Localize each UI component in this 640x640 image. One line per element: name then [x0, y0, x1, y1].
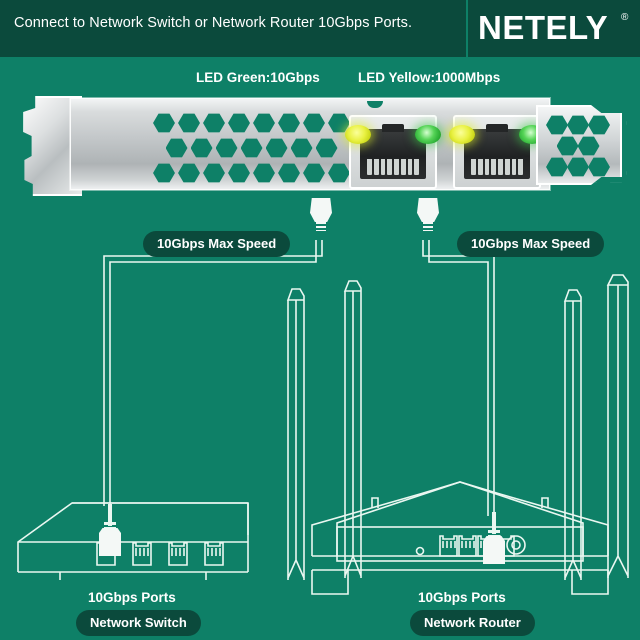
callout-right-speed: 10Gbps Max Speed — [457, 231, 605, 257]
header-divider — [466, 0, 468, 57]
page-title: Connect to Network Switch or Network Rou… — [14, 15, 413, 31]
bracket-vent-grid-tab — [546, 115, 610, 177]
vent-hole — [278, 113, 300, 133]
vent-hole — [546, 157, 568, 177]
switch-ports-label: 10Gbps Ports — [88, 590, 176, 605]
vent-hole — [588, 115, 610, 135]
vent-hole — [203, 113, 225, 133]
vent-hole — [228, 163, 250, 183]
cable-right — [422, 240, 495, 516]
vent-hole — [567, 115, 589, 135]
vent-hole — [253, 113, 275, 133]
bracket-notch-top — [367, 101, 383, 108]
bracket-body — [70, 98, 627, 199]
rj45-port-2-tab — [486, 124, 508, 132]
vent-hole — [240, 138, 263, 158]
vent-hole — [315, 138, 338, 158]
cable-plug-router — [481, 512, 507, 564]
rj45-port-1-pins — [367, 159, 419, 175]
vent-hole — [190, 138, 213, 158]
rj45-port-2-pins — [471, 159, 523, 175]
callout-left-speed: 10Gbps Max Speed — [143, 231, 291, 257]
vent-hole — [178, 163, 200, 183]
vent-hole — [153, 163, 175, 183]
rj45-port-1[interactable] — [345, 115, 441, 189]
bracket-notch-bottom — [367, 192, 383, 199]
bracket-vent-grid-left — [153, 113, 350, 187]
vent-hole — [228, 113, 250, 133]
vent-hole — [567, 157, 589, 177]
vent-hole — [203, 163, 225, 183]
brand-logo: NETELY ® — [478, 9, 638, 49]
vent-hole — [265, 138, 288, 158]
vent-hole — [165, 138, 188, 158]
router-name-label: Network Router — [410, 610, 535, 636]
vent-hole — [303, 163, 325, 183]
router-ports-label: 10Gbps Ports — [418, 590, 506, 605]
led-yellow-label: LED Yellow:1000Mbps — [358, 70, 501, 85]
vent-hole — [588, 157, 610, 177]
network-router-illustration — [59, 481, 609, 595]
cable-plug-switch — [97, 504, 123, 556]
bracket-right-tab — [536, 105, 622, 185]
cable-plug-card-right — [417, 198, 439, 242]
vent-hole — [290, 138, 313, 158]
vent-hole — [253, 163, 275, 183]
vent-hole — [278, 163, 300, 183]
router-antennas — [286, 274, 629, 580]
vent-hole — [577, 136, 600, 156]
vent-hole — [556, 136, 579, 156]
network-card — [8, 92, 632, 200]
vent-hole — [303, 113, 325, 133]
vent-hole — [328, 113, 350, 133]
led-yellow-icon-port-2 — [449, 125, 475, 144]
vent-hole — [328, 163, 350, 183]
vent-hole — [153, 113, 175, 133]
header-bar: Connect to Network Switch or Network Rou… — [0, 0, 640, 57]
vent-hole — [178, 113, 200, 133]
vent-hole — [215, 138, 238, 158]
led-green-label: LED Green:10Gbps — [196, 70, 320, 85]
led-green-icon-port-1 — [415, 125, 441, 144]
registered-mark-icon: ® — [621, 12, 629, 23]
vent-hole — [546, 115, 568, 135]
rj45-port-1-tab — [382, 124, 404, 132]
led-yellow-icon-port-1 — [345, 125, 371, 144]
rj45-port-2[interactable] — [449, 115, 545, 189]
switch-name-label: Network Switch — [76, 610, 201, 636]
network-switch-illustration — [17, 502, 249, 573]
cable-left — [103, 240, 323, 506]
cable-plug-card-left — [310, 198, 332, 242]
logo-wordmark: NETELY — [478, 9, 609, 46]
